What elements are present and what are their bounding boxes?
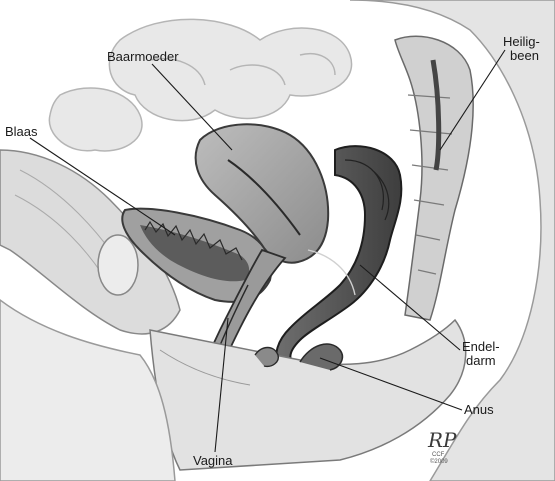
artist-signature: RP (428, 428, 457, 452)
label-vagina: Vagina (193, 454, 233, 468)
label-heiligbeen-line1: Heilig- (503, 35, 540, 49)
label-endeldarm-line1: Endel- (462, 340, 500, 354)
intestines (49, 19, 351, 151)
label-blaas: Blaas (5, 125, 38, 139)
signature-org: CCF (432, 452, 444, 459)
label-baarmoeder: Baarmoeder (107, 50, 179, 64)
signature-year: ©2009 (430, 459, 448, 466)
sacrum (395, 36, 473, 320)
label-heiligbeen-line2: been (510, 49, 539, 63)
label-anus: Anus (464, 403, 494, 417)
perineum (150, 320, 466, 470)
label-endeldarm-line2: darm (466, 354, 496, 368)
